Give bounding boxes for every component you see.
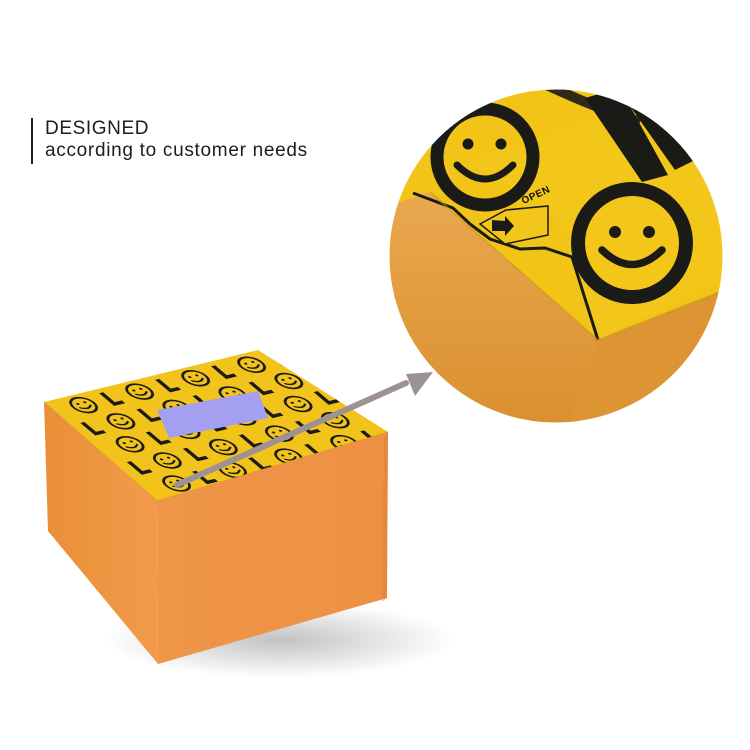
smiley-face-icon xyxy=(430,102,540,212)
caption-title: DESIGNED xyxy=(45,118,150,139)
open-tab xyxy=(478,205,549,245)
label-patch xyxy=(157,391,268,438)
callout-arrow xyxy=(174,372,433,488)
caption-subtitle: according to customer needs xyxy=(45,140,308,161)
box-left-side xyxy=(44,402,158,664)
arrow-right-icon xyxy=(406,372,433,396)
smiley-face-icon xyxy=(571,182,693,304)
closeup-circle xyxy=(388,88,724,424)
arrow-right-icon xyxy=(492,216,514,236)
caption-block: DESIGNED according to customer needs xyxy=(31,118,391,164)
shipping-box xyxy=(43,350,389,664)
box-front-side xyxy=(157,432,388,664)
